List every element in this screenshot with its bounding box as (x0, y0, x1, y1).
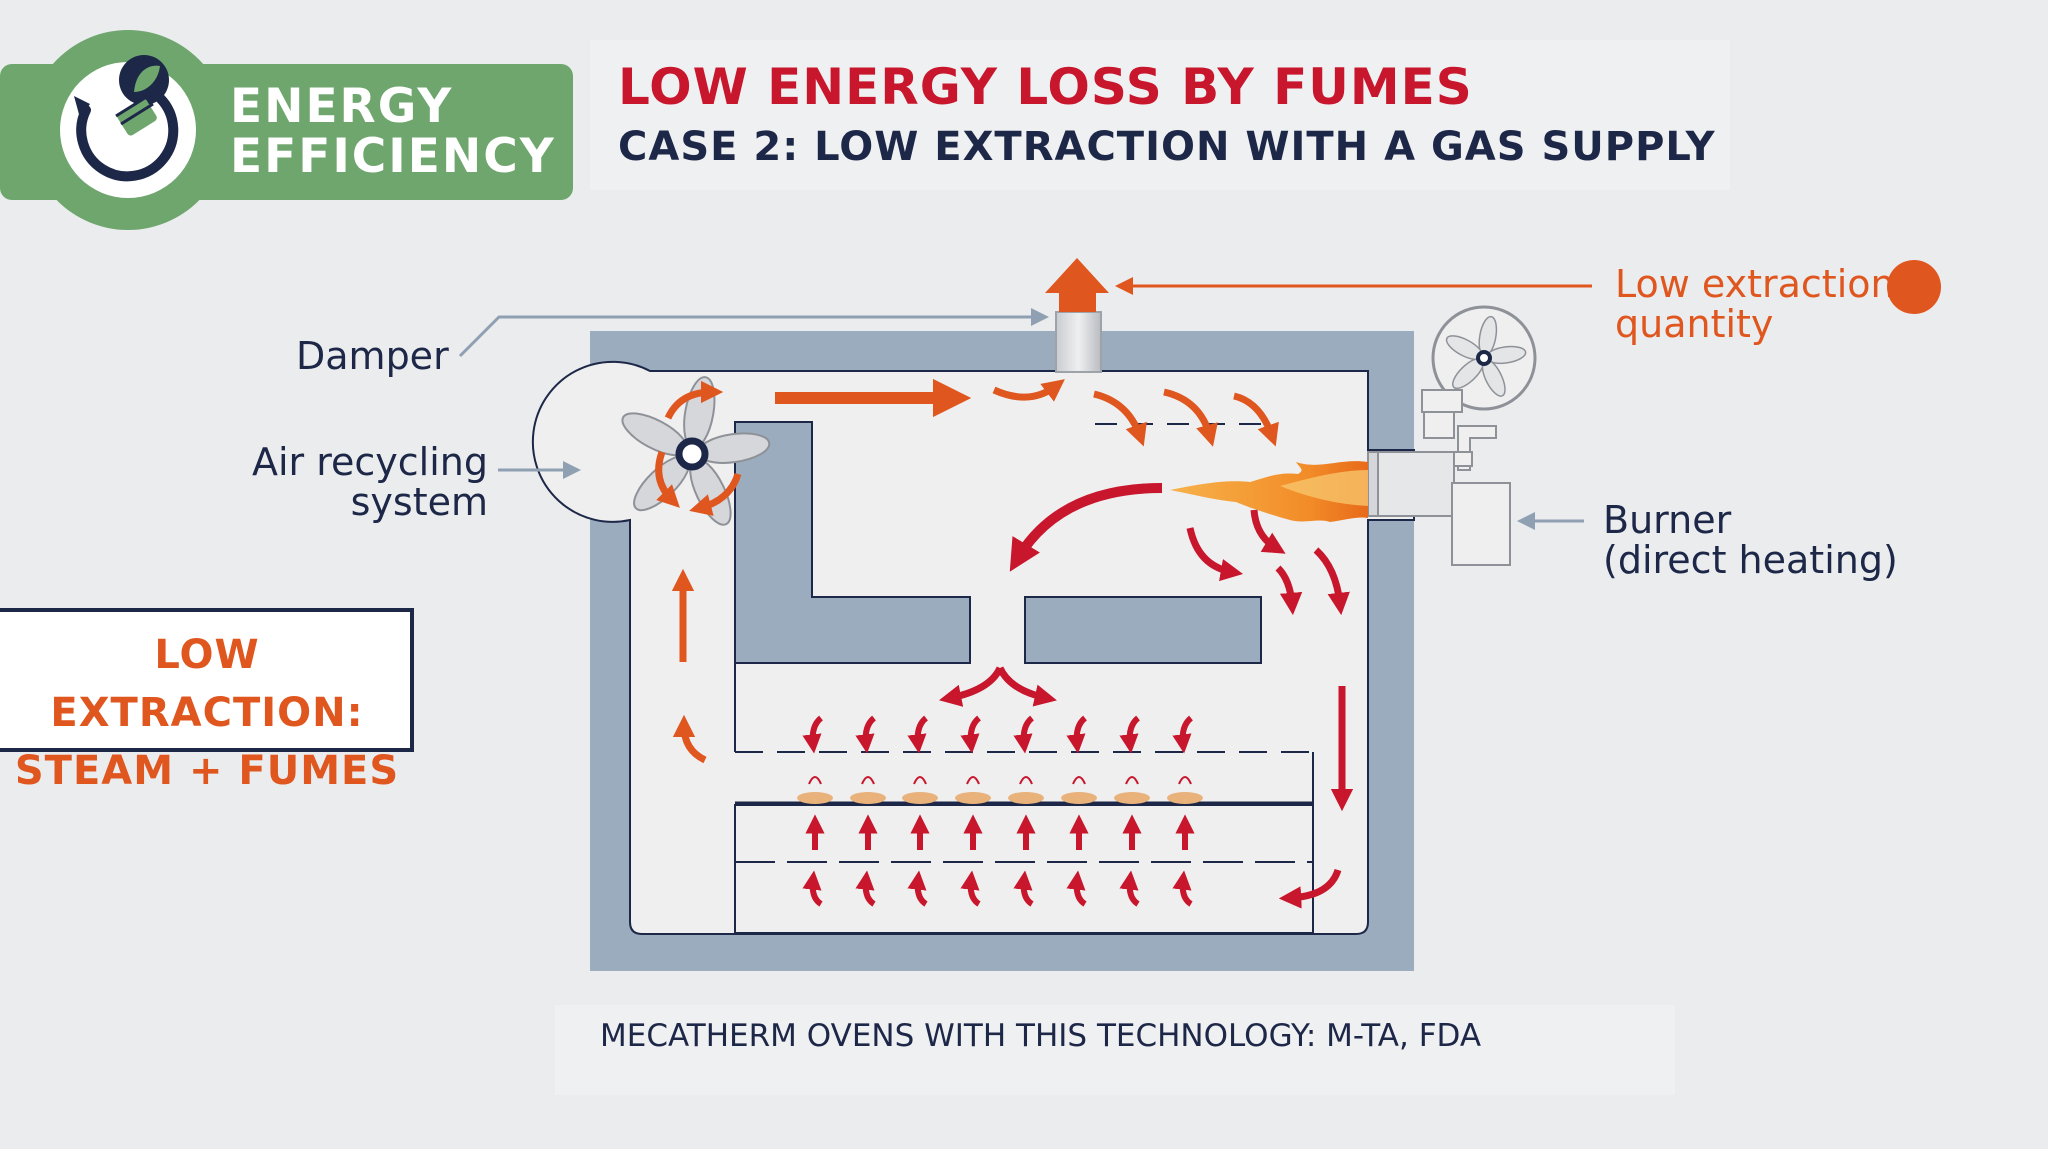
hot-air-down-arrow (802, 715, 824, 754)
air-recycling-line-1: Air recycling (251, 440, 488, 484)
damper-label: Damper (296, 334, 449, 378)
hot-air-down-arrow (960, 715, 982, 754)
burner-body (1367, 451, 1455, 517)
air-recycling-line-2: system (350, 480, 488, 524)
extraction-up-arrow (1045, 258, 1109, 312)
return-air-arrow (1119, 870, 1140, 907)
conveyor-flow (797, 715, 1203, 907)
badge-line-2: EFFICIENCY (230, 129, 556, 184)
product-loaf (1061, 792, 1097, 804)
hot-air-down-arrow (1119, 715, 1141, 754)
hot-air-down-arrow (855, 715, 877, 754)
page-subtitle: CASE 2: LOW EXTRACTION WITH A GAS SUPPLY (618, 124, 1716, 170)
low-extraction-line-2: STEAM + FUMES (14, 748, 400, 794)
energy-efficiency-badge (0, 30, 573, 230)
footer-note: MECATHERM OVENS WITH THIS TECHNOLOGY: M-… (600, 1018, 1482, 1054)
heat-flow-arrows (939, 483, 1354, 909)
product-loaf (902, 792, 938, 804)
footer-panel (555, 1005, 1675, 1095)
steam-wisp (913, 776, 927, 785)
air-flow-arrows (655, 378, 1279, 764)
product-loaf (1167, 792, 1203, 804)
steam-wisp (1072, 776, 1086, 785)
return-air-arrow (960, 870, 981, 907)
badge-label: ENERGY EFFICIENCY (230, 82, 556, 182)
extraction-dot (1887, 260, 1941, 314)
steam-wisp (808, 776, 822, 785)
steam-wisp (1178, 776, 1192, 785)
inner-wall-right (1024, 596, 1262, 664)
chimney-damper (1055, 311, 1102, 373)
header-panel (590, 40, 1730, 190)
product-loaf (1114, 792, 1150, 804)
hot-air-down-arrow (1172, 715, 1194, 754)
return-air-arrow (1013, 870, 1034, 907)
hot-air-down-arrow (1013, 715, 1035, 754)
product-loaf (1008, 792, 1044, 804)
steam-wisp (1125, 776, 1139, 785)
return-air-arrow (855, 870, 876, 907)
product-loaf (955, 792, 991, 804)
air-recycling-label: Air recycling system (252, 442, 488, 522)
damper-pointer-arrow (458, 308, 1049, 358)
low-extraction-quantity-label: Low extraction quantity (1615, 264, 1895, 344)
burner-assembly (1367, 305, 1537, 566)
burner-line-1: Burner (1603, 498, 1732, 542)
return-air-arrow (1066, 870, 1087, 907)
product-loaf (850, 792, 886, 804)
burner-box (1451, 482, 1511, 566)
flame-icon (1170, 461, 1368, 522)
lightbulb-leaf-icon (74, 55, 179, 182)
steam-wisp (861, 776, 875, 785)
hot-air-down-arrow (1066, 715, 1088, 754)
extraction-line-1: Low extraction (1615, 262, 1895, 306)
steam-wisp (1019, 776, 1033, 785)
return-air-arrow (802, 870, 823, 907)
product-loaf (797, 792, 833, 804)
hot-air-down-arrow (907, 715, 929, 754)
return-air-arrow (907, 870, 928, 907)
low-extraction-text: LOW EXTRACTION: STEAM + FUMES (0, 626, 414, 800)
low-extraction-line-1: LOW EXTRACTION: (50, 632, 364, 736)
burner-label: Burner (direct heating) (1603, 500, 1898, 580)
steam-wisp (966, 776, 980, 785)
burner-line-2: (direct heating) (1603, 538, 1898, 582)
extraction-line-2: quantity (1615, 302, 1774, 346)
page-title: LOW ENERGY LOSS BY FUMES (618, 58, 1473, 116)
badge-line-1: ENERGY (230, 79, 454, 134)
return-air-arrow (1172, 870, 1193, 907)
low-extraction-box (0, 608, 414, 752)
